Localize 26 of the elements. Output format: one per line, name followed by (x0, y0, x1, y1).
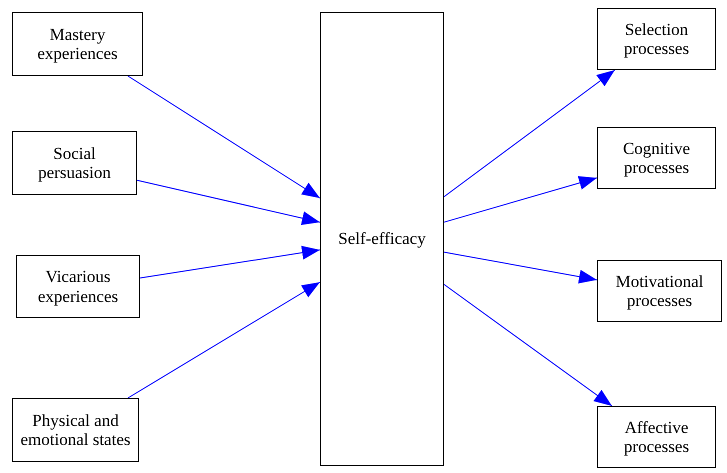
process-box (597, 127, 716, 189)
process-box (12, 12, 143, 76)
box-label: Mastery experiences (36, 24, 119, 64)
box-label: Selection processes (622, 20, 690, 58)
arrow (444, 70, 616, 198)
arrow (140, 246, 320, 278)
box-label: Vicarious experiences (36, 267, 120, 306)
process-box (16, 255, 140, 318)
arrow (136, 180, 320, 225)
process-box (597, 260, 722, 322)
arrow (127, 76, 320, 199)
arrow (444, 252, 598, 284)
box-label: Cognitive processes (622, 138, 692, 178)
box-label: Self-efficacy (338, 229, 426, 249)
process-box (12, 131, 137, 195)
box-label: Social persuasion (37, 144, 112, 182)
process-box (597, 406, 716, 468)
arrow (127, 282, 320, 398)
box-label: Affective processes (622, 418, 690, 456)
box-label: Motivational processes (614, 272, 704, 310)
arrow (444, 176, 598, 223)
central-box (320, 12, 444, 466)
process-box (597, 8, 716, 70)
arrow (444, 284, 612, 406)
process-box (12, 398, 139, 462)
box-label: Physical and emotional states (19, 410, 132, 450)
